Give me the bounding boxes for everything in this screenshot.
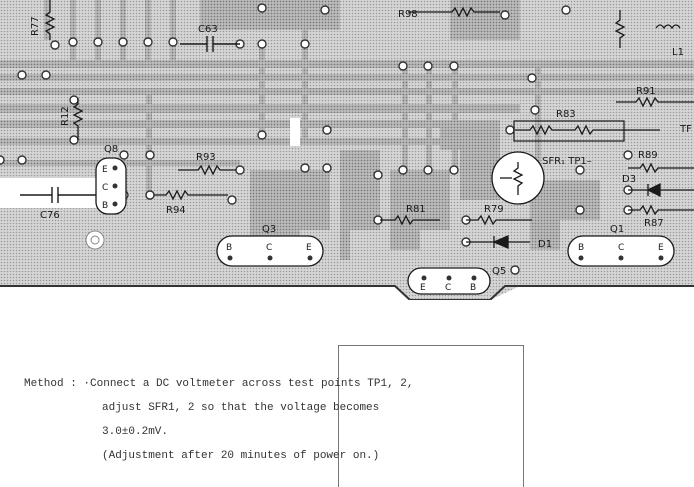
- capacitors: [20, 36, 240, 203]
- pin-q8-b: B: [102, 201, 108, 211]
- resistor-r81: [380, 214, 440, 226]
- note-line-2: adjust SFR1, 2 so that the voltage becom…: [102, 402, 380, 414]
- resistor-r79: [466, 214, 532, 226]
- pcb-layout-diagram: R77 R98 C63 R12 Q8 R93 C76 R94 Q3 R91 R8…: [0, 0, 694, 300]
- note-prefix: Method : ·: [24, 378, 91, 390]
- pin-q5-b: B: [470, 283, 476, 293]
- label-r93: R93: [196, 152, 216, 163]
- label-q1: Q1: [610, 224, 624, 235]
- diode-d1: [466, 235, 530, 249]
- pin-q3-b: B: [226, 243, 232, 253]
- pin-q1-b: B: [578, 243, 584, 253]
- pads: [0, 3, 633, 275]
- label-r77: R77: [30, 16, 41, 36]
- capacitor-c63: [180, 36, 240, 52]
- q8-outline: [95, 157, 127, 215]
- resistor-r98: [408, 6, 500, 18]
- resistor-r89: [628, 162, 694, 174]
- capacitor-c76: [20, 187, 100, 203]
- sfr1-trimmer: [491, 151, 545, 205]
- resistor-right-vertical: [614, 10, 626, 48]
- pin-q3-c: C: [266, 243, 272, 253]
- resistors: [44, 0, 694, 226]
- q5-outline: [407, 267, 491, 295]
- note-line-1: Method : ·Connect a DC voltmeter across …: [24, 372, 544, 396]
- pin-q8-e: E: [102, 165, 108, 175]
- adjustment-method-note: Method : ·Connect a DC voltmeter across …: [24, 372, 544, 468]
- label-l1: L1: [672, 47, 684, 58]
- label-r98: R98: [398, 9, 418, 20]
- resistor-r94: [154, 189, 228, 201]
- board-edge: [0, 285, 694, 300]
- pin-q1-c: C: [618, 243, 624, 253]
- pin-q1-e: E: [658, 243, 664, 253]
- label-sfr1-tp1: SFR₁ TP1–: [542, 156, 592, 167]
- label-r12: R12: [60, 106, 71, 126]
- label-r89: R89: [638, 150, 658, 161]
- resistor-r77: [44, 0, 56, 40]
- resistor-r83: [515, 124, 625, 136]
- label-r79: R79: [484, 204, 504, 215]
- resistor-r12: [72, 98, 84, 140]
- inductor-l1: [655, 24, 681, 30]
- pin-q5-c: C: [445, 283, 451, 293]
- label-tp-right: TF: [679, 124, 692, 135]
- label-c76: C76: [40, 210, 60, 221]
- label-r83: R83: [556, 109, 576, 120]
- resistor-r91: [616, 96, 694, 108]
- note-box: [338, 345, 524, 487]
- pin-q5-e: E: [420, 283, 426, 293]
- transistor-outlines: [95, 157, 675, 295]
- pin-q8-c: C: [102, 183, 108, 193]
- label-r94: R94: [166, 205, 186, 216]
- vertical-traces: [44, 0, 541, 200]
- pin-labels: E C B B C E B C E E C B: [102, 165, 664, 293]
- resistor-r87: [628, 204, 694, 216]
- transistor-pads: [112, 165, 664, 281]
- note-line-3: 3.0±0.2mV.: [102, 426, 169, 438]
- label-d3: D3: [622, 174, 636, 185]
- r83-outline: [513, 120, 625, 142]
- label-d1: D1: [538, 239, 552, 250]
- component-labels: R77 R98 C63 R12 Q8 R93 C76 R94 Q3 R91 R8…: [30, 9, 692, 277]
- resistor-r93: [178, 164, 236, 176]
- copper-pours: [200, 0, 600, 260]
- label-c63: C63: [198, 24, 218, 35]
- label-r91: R91: [636, 86, 656, 97]
- label-q8: Q8: [104, 144, 118, 155]
- q3-outline: [216, 235, 324, 267]
- note-text-1: Connect a DC voltmeter across test point…: [90, 378, 414, 390]
- pin-q3-e: E: [306, 243, 312, 253]
- label-r81: R81: [406, 204, 426, 215]
- diode-d3: [628, 182, 694, 198]
- label-q5: Q5: [492, 266, 506, 277]
- note-line-4: (Adjustment after 20 minutes of power on…: [102, 450, 380, 462]
- label-r87: R87: [644, 218, 664, 229]
- q1-outline: [567, 235, 675, 267]
- diodes: [466, 182, 694, 249]
- label-q3: Q3: [262, 224, 276, 235]
